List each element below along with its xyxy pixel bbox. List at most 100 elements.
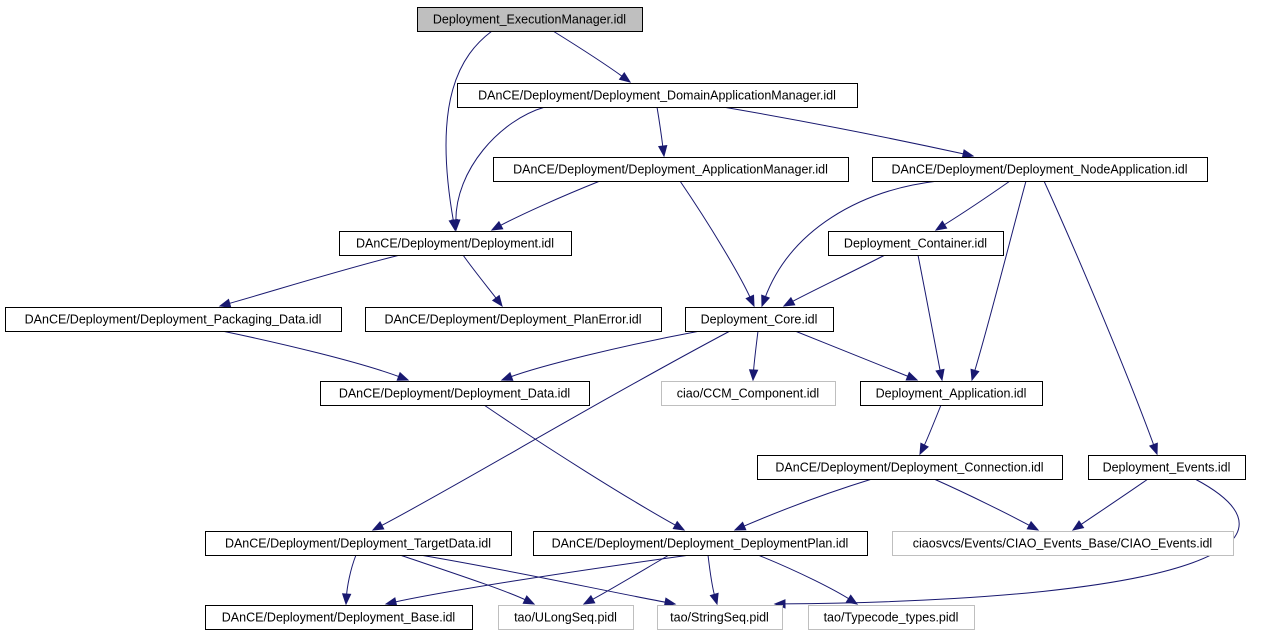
arrowhead: [709, 592, 719, 606]
edge-line: [790, 254, 886, 303]
node-box: [320, 381, 590, 406]
edge-line: [498, 180, 601, 227]
node-label: DAnCE/Deployment/Deployment_DomainApplic…: [478, 89, 836, 103]
node-box: [493, 157, 849, 182]
edge-tgt-to-ulong: [399, 554, 536, 605]
edge-na-to-evts: [1043, 180, 1158, 456]
node-box: [757, 455, 1063, 480]
arrowhead: [582, 594, 596, 605]
node-dam[interactable]: DAnCE/Deployment/Deployment_DomainApplic…: [457, 83, 858, 108]
node-perr[interactable]: DAnCE/Deployment/Deployment_PlanError.id…: [365, 307, 662, 332]
node-tc[interactable]: tao/Typecode_types.pidl: [808, 605, 975, 630]
edge-line: [742, 478, 873, 528]
edge-line: [462, 254, 498, 300]
arrowhead: [371, 520, 385, 531]
node-pkg[interactable]: DAnCE/Deployment/Deployment_Packaging_Da…: [5, 307, 342, 332]
arrowhead: [384, 597, 398, 607]
edge-cont-to-app: [917, 254, 945, 382]
arrowhead: [935, 368, 945, 382]
node-ulong[interactable]: tao/ULongSeq.pidl: [498, 605, 634, 630]
edge-plan-to-str: [707, 554, 719, 606]
arrowhead: [500, 371, 514, 381]
node-data[interactable]: DAnCE/Deployment/Deployment_Data.idl: [320, 381, 590, 406]
arrowhead: [970, 368, 980, 382]
edge-line: [445, 30, 493, 223]
edge-line: [782, 478, 1240, 605]
node-box: [417, 7, 643, 32]
node-str[interactable]: tao/StringSeq.pidl: [657, 605, 783, 630]
node-label: DAnCE/Deployment/Deployment_NodeApplicat…: [892, 163, 1188, 177]
edge-line: [419, 554, 668, 604]
edge-line: [752, 330, 759, 373]
edge-line: [1043, 180, 1155, 447]
edge-root-to-dam: [552, 30, 632, 83]
node-label: DAnCE/Deployment/Deployment_ApplicationM…: [513, 163, 828, 177]
node-box: [339, 231, 572, 256]
node-na[interactable]: DAnCE/Deployment/Deployment_NodeApplicat…: [872, 157, 1208, 182]
node-base[interactable]: DAnCE/Deployment/Deployment_Base.idl: [205, 605, 473, 630]
node-cont[interactable]: Deployment_Container.idl: [828, 231, 1004, 256]
node-ciaoev[interactable]: ciaosvcs/Events/CIAO_Events_Base/CIAO_Ev…: [892, 531, 1234, 556]
node-box: [872, 157, 1208, 182]
node-box: [685, 307, 834, 332]
arrowhead: [845, 594, 859, 605]
edge-line: [933, 478, 1032, 527]
node-label: ciao/CCM_Component.idl: [677, 387, 819, 401]
edge-line: [757, 554, 851, 601]
edge-line: [509, 330, 701, 378]
edge-core-to-ccm: [748, 330, 759, 382]
arrowhead: [733, 521, 747, 531]
edge-line: [707, 554, 716, 597]
edge-conn-to-plan: [733, 478, 873, 531]
edge-dam-to-am: [656, 106, 668, 158]
edge-dep-to-perr: [462, 254, 503, 308]
edge-am-to-dep: [490, 180, 601, 231]
node-dep[interactable]: DAnCE/Deployment/Deployment.idl: [339, 231, 572, 256]
edge-line: [345, 554, 357, 597]
arrowhead: [672, 520, 686, 531]
edge-cont-to-core: [782, 254, 886, 307]
node-label: ciaosvcs/Events/CIAO_Events_Base/CIAO_Ev…: [913, 537, 1212, 551]
node-box: [808, 605, 975, 630]
node-app[interactable]: Deployment_Application.idl: [860, 381, 1043, 406]
node-evts[interactable]: Deployment_Events.idl: [1088, 455, 1246, 480]
node-label: DAnCE/Deployment/Deployment_PlanError.id…: [384, 313, 641, 327]
edge-line: [973, 180, 1027, 373]
edge-line: [764, 180, 939, 299]
node-box: [533, 531, 868, 556]
arrowhead: [1148, 442, 1158, 456]
arrowhead: [961, 149, 975, 159]
edge-tgt-to-base: [341, 554, 357, 606]
edge-core-to-tgt: [371, 330, 731, 531]
node-label: DAnCE/Deployment/Deployment_Base.idl: [222, 611, 455, 625]
arrowhead: [782, 296, 796, 307]
arrowhead: [218, 298, 232, 308]
arrowhead: [919, 442, 929, 456]
edge-plan-to-tc: [757, 554, 859, 605]
edge-plan-to-base: [384, 554, 691, 607]
arrowhead: [341, 593, 352, 606]
edge-line: [379, 330, 731, 527]
node-tgt[interactable]: DAnCE/Deployment/Deployment_TargetData.i…: [205, 531, 512, 556]
node-box: [860, 381, 1043, 406]
edge-core-to-app: [794, 330, 919, 381]
edge-evts-to-ciaoev: [1071, 478, 1149, 531]
node-ccm[interactable]: ciao/CCM_Component.idl: [661, 381, 836, 406]
node-label: DAnCE/Deployment/Deployment_TargetData.i…: [225, 537, 491, 551]
node-box: [5, 307, 342, 332]
edge-line: [722, 106, 966, 155]
node-label: tao/Typecode_types.pidl: [824, 611, 959, 625]
node-box: [498, 605, 634, 630]
node-core[interactable]: Deployment_Core.idl: [685, 307, 834, 332]
edges-layer: [218, 30, 1240, 609]
node-root[interactable]: Deployment_ExecutionManager.idl: [417, 7, 643, 32]
node-label: Deployment_Core.idl: [701, 313, 818, 327]
arrowhead: [663, 597, 677, 607]
arrowhead: [761, 294, 771, 308]
edge-line: [399, 554, 528, 601]
node-conn[interactable]: DAnCE/Deployment/Deployment_Connection.i…: [757, 455, 1063, 480]
node-plan[interactable]: DAnCE/Deployment/Deployment_DeploymentPl…: [533, 531, 868, 556]
edge-line: [455, 106, 546, 223]
node-am[interactable]: DAnCE/Deployment/Deployment_ApplicationM…: [493, 157, 849, 182]
